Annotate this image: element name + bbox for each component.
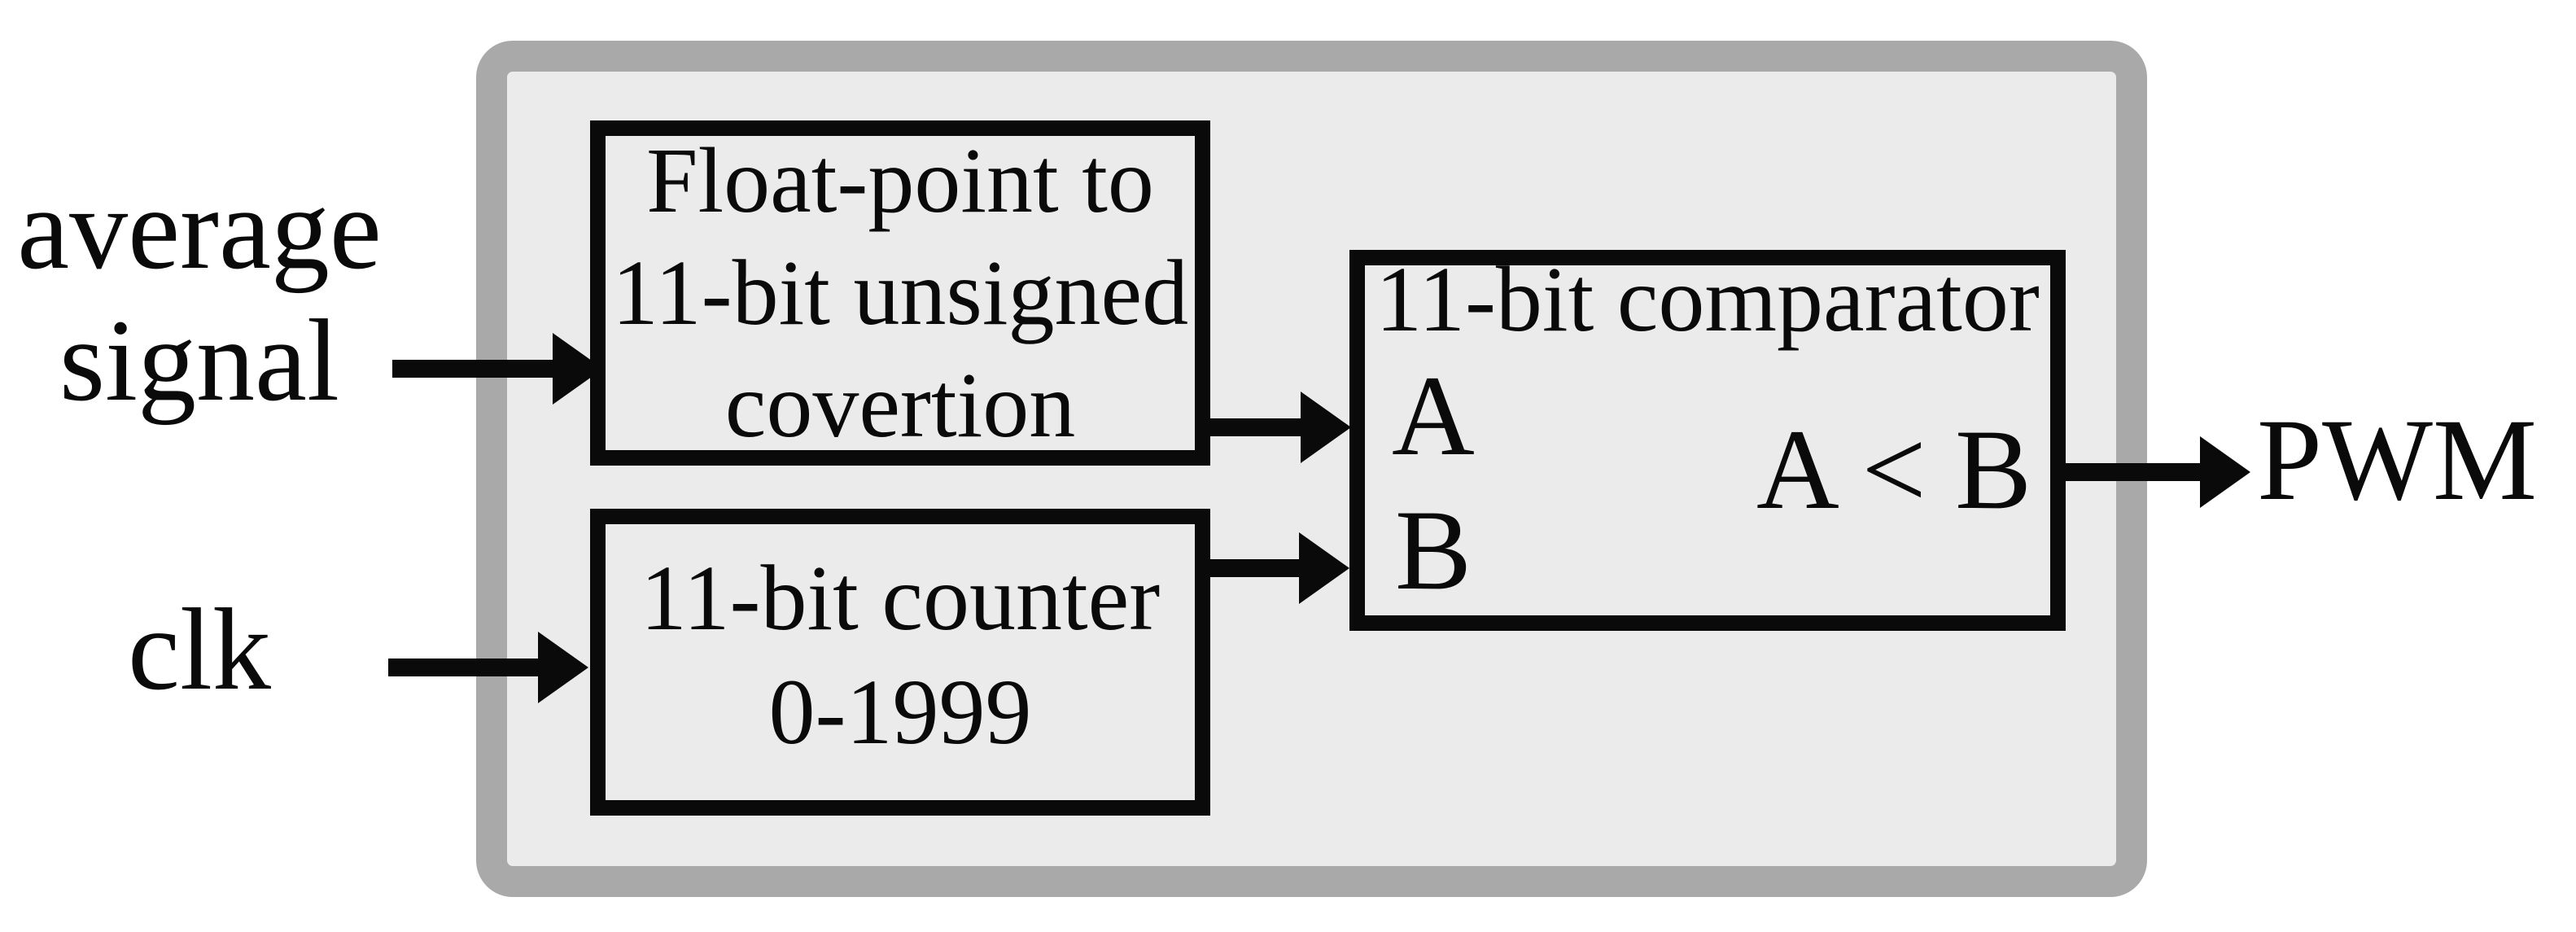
converter-label-line1: Float-point to	[646, 129, 1154, 232]
comparator-port-b-label: B	[1395, 487, 1472, 614]
input-label-clk: clk	[128, 585, 271, 715]
counter-label-line2: 0-1999	[768, 660, 1032, 764]
counter-label-line1: 11-bit counter	[640, 546, 1161, 650]
arrow-counter-to-comparator-b	[1210, 532, 1349, 604]
output-label-pwm: PWM	[2257, 396, 2538, 525]
arrow-shaft	[388, 659, 538, 676]
arrow-converter-to-comparator-a	[1210, 392, 1351, 463]
arrow-shaft	[392, 360, 553, 378]
arrowhead-right-icon	[1301, 392, 1351, 463]
arrow-shaft	[1210, 559, 1299, 577]
input-label-signal: signal	[59, 296, 339, 426]
arrow-clk-to-counter	[388, 632, 588, 703]
arrow-shaft	[1210, 418, 1301, 436]
arrowhead-right-icon	[2200, 436, 2250, 508]
comparator-block	[1349, 250, 2066, 631]
converter-label-line3: covertion	[724, 353, 1076, 457]
counter-block	[590, 509, 1210, 816]
arrow-comparator-to-pwm	[2066, 436, 2250, 508]
arrow-shaft	[2066, 463, 2200, 481]
arrowhead-right-icon	[1299, 532, 1349, 604]
arrowhead-right-icon	[553, 333, 603, 405]
comparator-title: 11-bit comparator	[1375, 247, 2040, 351]
arrowhead-right-icon	[538, 632, 588, 703]
converter-block-label: Float-point to 11-bit unsigned covertion	[590, 125, 1210, 462]
counter-block-label: 11-bit counter 0-1999	[590, 541, 1210, 769]
comparator-condition-label: A < B	[1756, 406, 2032, 533]
converter-label-line2: 11-bit unsigned	[611, 241, 1189, 344]
arrow-average-signal-to-converter	[392, 333, 603, 405]
comparator-port-a-label: A	[1392, 352, 1475, 479]
input-label-average: average	[17, 164, 382, 294]
